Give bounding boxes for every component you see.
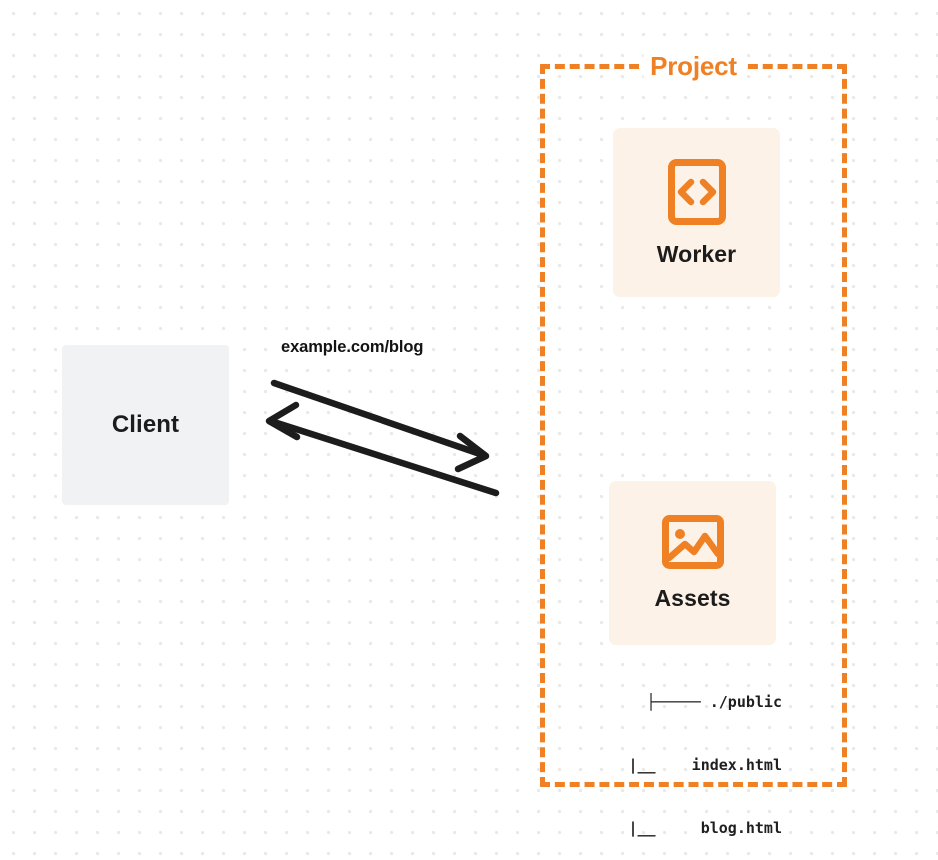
client-node-label: Client	[111, 411, 180, 438]
asset-file-tree: ├───── ./public |__ index.html |__ blog.…	[586, 650, 782, 860]
file-tree-row: |__ index.html	[601, 756, 782, 774]
response-arrow	[265, 401, 500, 497]
file-tree-row: |__ blog.html	[601, 819, 782, 837]
project-group-title: Project	[643, 51, 744, 82]
code-file-icon	[667, 158, 727, 226]
project-group-boundary: Project	[540, 51, 847, 787]
assets-node-label: Assets	[654, 585, 731, 611]
request-url-label: example.com/blog	[281, 338, 424, 356]
request-arrow	[270, 379, 490, 473]
worker-node[interactable]: Worker	[613, 128, 780, 297]
worker-node-label: Worker	[656, 240, 737, 267]
file-tree-row: ├───── ./public	[646, 693, 782, 711]
image-icon	[661, 514, 725, 570]
assets-node[interactable]: Assets	[609, 481, 776, 645]
client-node[interactable]: Client	[62, 345, 229, 505]
